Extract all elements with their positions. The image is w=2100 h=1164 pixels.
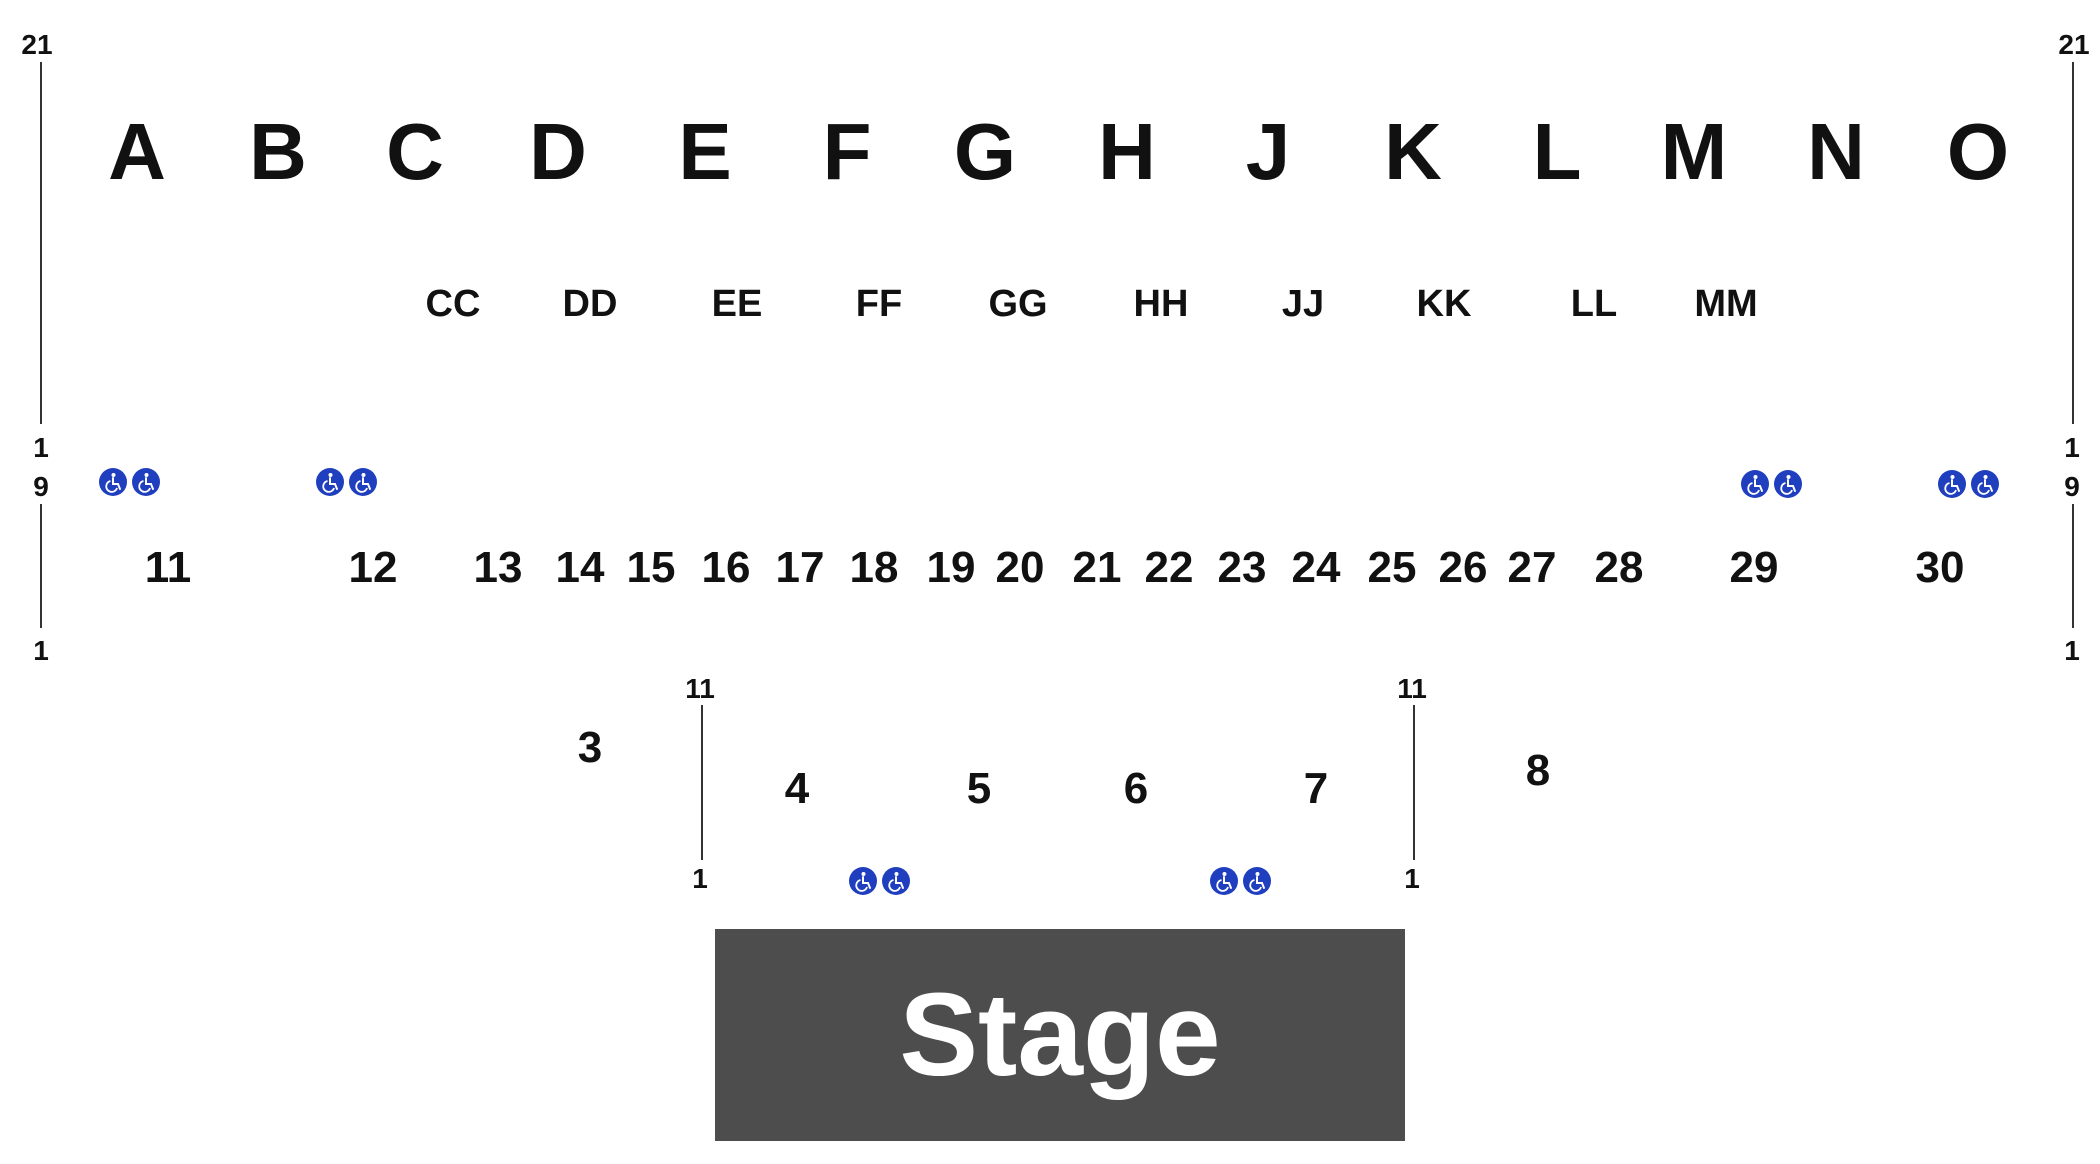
section-G[interactable]: G bbox=[953, 107, 1017, 196]
wheelchair-accessible-icon bbox=[882, 867, 910, 895]
section-22[interactable]: 22 bbox=[1144, 543, 1194, 592]
wheelchair-accessible-icon bbox=[1210, 867, 1238, 895]
section-13[interactable]: 13 bbox=[473, 543, 523, 592]
row-label-pit-left-bottom: 1 bbox=[692, 863, 708, 894]
section-15[interactable]: 15 bbox=[626, 543, 676, 592]
row-label-upper-left-bottom: 1 bbox=[33, 432, 49, 463]
section-26[interactable]: 26 bbox=[1438, 543, 1488, 592]
section-N[interactable]: N bbox=[1807, 107, 1865, 196]
wheelchair-accessible-icon bbox=[1971, 470, 1999, 498]
row-line-upper-right bbox=[2072, 62, 2074, 424]
section-30[interactable]: 30 bbox=[1915, 543, 1965, 592]
stage: Stage bbox=[715, 929, 1405, 1141]
section-L[interactable]: L bbox=[1532, 107, 1582, 196]
section-6[interactable]: 6 bbox=[1123, 764, 1149, 813]
section-CC[interactable]: CC bbox=[425, 283, 481, 325]
section-12[interactable]: 12 bbox=[348, 543, 398, 592]
section-7[interactable]: 7 bbox=[1303, 764, 1329, 813]
section-M[interactable]: M bbox=[1660, 107, 1728, 196]
section-18[interactable]: 18 bbox=[849, 543, 899, 592]
section-J[interactable]: J bbox=[1245, 107, 1291, 196]
section-H[interactable]: H bbox=[1098, 107, 1156, 196]
row-label-floor-right-top: 9 bbox=[2064, 471, 2080, 502]
section-23[interactable]: 23 bbox=[1217, 543, 1267, 592]
section-11[interactable]: 11 bbox=[144, 543, 192, 592]
section-O[interactable]: O bbox=[1946, 107, 2010, 196]
section-KK[interactable]: KK bbox=[1416, 283, 1472, 325]
wheelchair-accessible-icon bbox=[849, 867, 877, 895]
section-17[interactable]: 17 bbox=[775, 543, 825, 592]
section-HH[interactable]: HH bbox=[1133, 283, 1189, 325]
section-C[interactable]: C bbox=[386, 107, 444, 196]
section-20[interactable]: 20 bbox=[995, 543, 1045, 592]
section-GG[interactable]: GG bbox=[988, 283, 1048, 325]
row-label-upper-right-bottom: 1 bbox=[2064, 432, 2080, 463]
section-21[interactable]: 21 bbox=[1072, 543, 1122, 592]
row-label-pit-right-bottom: 1 bbox=[1404, 863, 1420, 894]
section-19[interactable]: 19 bbox=[926, 543, 976, 592]
section-14[interactable]: 14 bbox=[555, 543, 605, 592]
section-JJ[interactable]: JJ bbox=[1281, 283, 1325, 325]
row-label-upper-left-top: 21 bbox=[21, 29, 53, 60]
section-D[interactable]: D bbox=[529, 107, 587, 196]
section-FF[interactable]: FF bbox=[855, 283, 903, 325]
row-label-upper-right-top: 21 bbox=[2058, 29, 2090, 60]
stage-label: Stage bbox=[899, 969, 1221, 1101]
row-line-pit-right bbox=[1413, 705, 1415, 860]
section-29[interactable]: 29 bbox=[1729, 543, 1779, 592]
section-EE[interactable]: EE bbox=[711, 283, 763, 325]
row-label-floor-right-bottom: 1 bbox=[2064, 635, 2080, 666]
section-E[interactable]: E bbox=[678, 107, 732, 196]
wheelchair-accessible-icon bbox=[99, 468, 127, 496]
section-28[interactable]: 28 bbox=[1594, 543, 1644, 592]
wheelchair-accessible-icon bbox=[1938, 470, 1966, 498]
wheelchair-accessible-icon bbox=[1243, 867, 1271, 895]
section-F[interactable]: F bbox=[822, 107, 872, 196]
wheelchair-accessible-icon bbox=[316, 468, 344, 496]
section-DD[interactable]: DD bbox=[562, 283, 618, 325]
row-label-floor-left-bottom: 1 bbox=[33, 635, 49, 666]
wheelchair-accessible-icon bbox=[132, 468, 160, 496]
section-A[interactable]: A bbox=[108, 107, 166, 196]
wheelchair-accessible-icon bbox=[1741, 470, 1769, 498]
row-line-upper-left bbox=[40, 62, 42, 424]
section-MM[interactable]: MM bbox=[1694, 283, 1758, 325]
section-8[interactable]: 8 bbox=[1525, 746, 1551, 795]
row-line-pit-left bbox=[701, 705, 703, 860]
wheelchair-accessible-icon bbox=[1774, 470, 1802, 498]
section-16[interactable]: 16 bbox=[701, 543, 751, 592]
row-line-floor-right bbox=[2072, 504, 2074, 628]
row-label-pit-right-top: 11 bbox=[1397, 673, 1427, 704]
section-K[interactable]: K bbox=[1384, 107, 1442, 196]
section-LL[interactable]: LL bbox=[1570, 283, 1618, 325]
section-24[interactable]: 24 bbox=[1291, 543, 1341, 592]
section-5[interactable]: 5 bbox=[966, 764, 992, 813]
section-4[interactable]: 4 bbox=[784, 764, 810, 813]
row-label-floor-left-top: 9 bbox=[33, 471, 49, 502]
row-line-floor-left bbox=[40, 504, 42, 628]
section-25[interactable]: 25 bbox=[1367, 543, 1417, 592]
section-B[interactable]: B bbox=[249, 107, 307, 196]
section-3[interactable]: 3 bbox=[577, 723, 603, 772]
row-label-pit-left-top: 11 bbox=[685, 673, 715, 704]
wheelchair-accessible-icon bbox=[349, 468, 377, 496]
section-27[interactable]: 27 bbox=[1507, 543, 1557, 592]
